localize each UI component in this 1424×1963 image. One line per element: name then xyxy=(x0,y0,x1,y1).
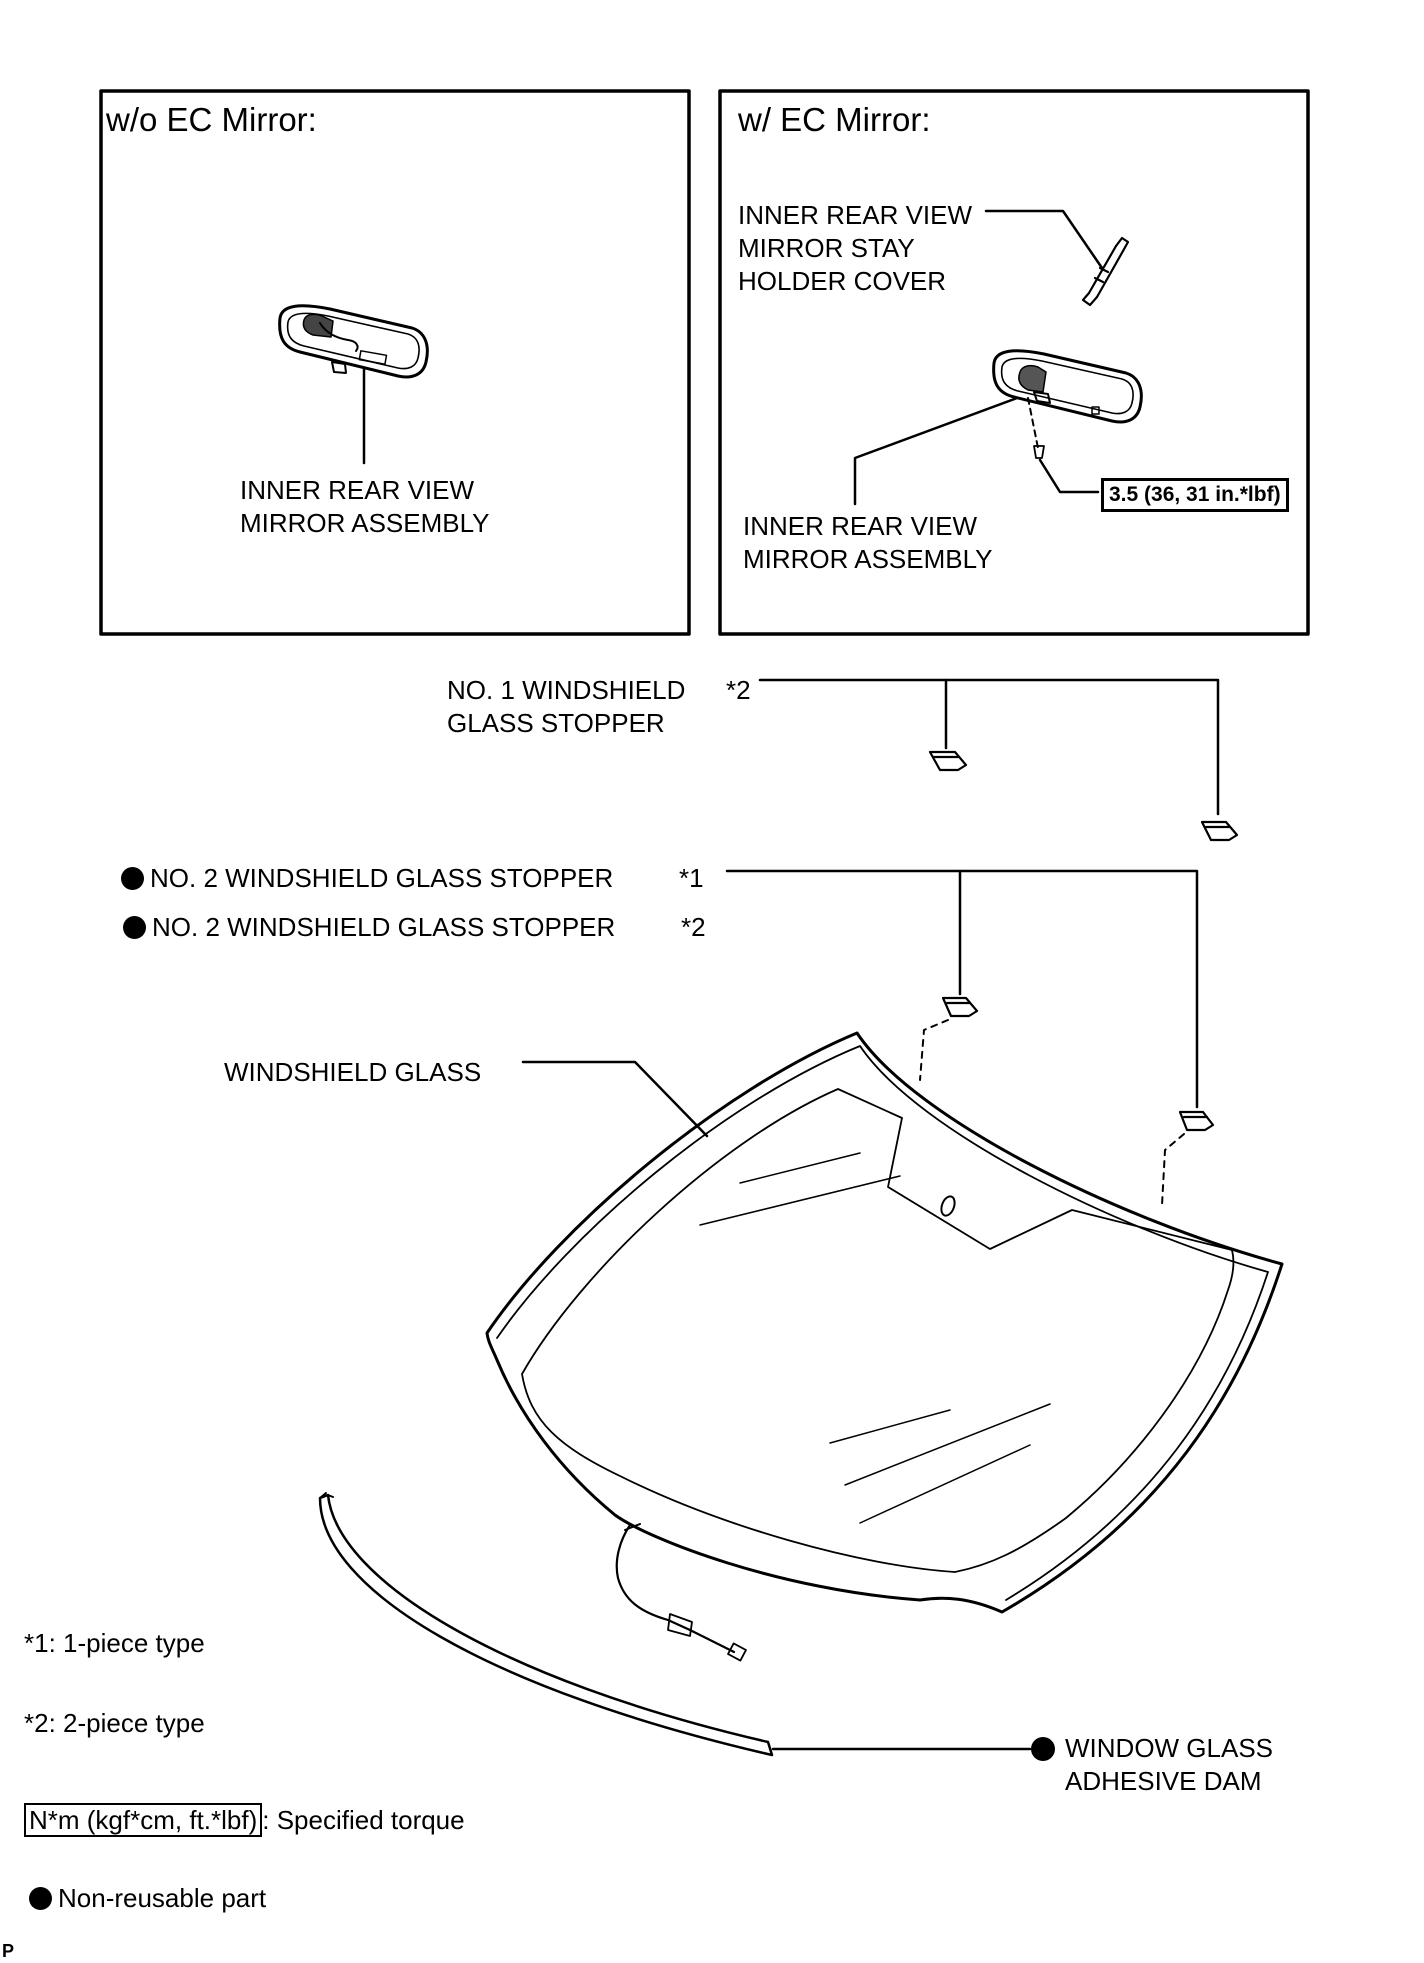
panel-right-title: w/ EC Mirror: xyxy=(738,101,931,138)
right-mirror-leader xyxy=(853,396,1019,506)
windshield-leader xyxy=(521,1060,709,1138)
windshield-sensor-mark xyxy=(940,1195,956,1217)
legend-note-1: *1: 1-piece type xyxy=(24,1628,205,1658)
no1-stopper-leader xyxy=(758,678,1220,816)
no2-stopper-row-a: NO. 2 WINDSHIELD GLASS STOPPER xyxy=(121,862,613,895)
adhesive-dam-label: WINDOW GLASS ADHESIVE DAM xyxy=(1065,1733,1274,1796)
stay-holder-cover-label: INNER REAR VIEW MIRROR STAY HOLDER COVER xyxy=(738,200,973,296)
legend-torque-desc: : Specified torque xyxy=(262,1805,465,1835)
right-mirror-drawing xyxy=(992,349,1143,424)
no2-stopper-part-b xyxy=(1178,1110,1215,1132)
nonreusable-icon xyxy=(123,916,146,939)
no2-stopper-row-b: NO. 2 WINDSHIELD GLASS STOPPER xyxy=(123,911,615,944)
stay-holder-cover-leader xyxy=(984,209,1104,270)
right-mirror-screw-line xyxy=(1027,397,1039,449)
no2-stopper-note-a: *1 xyxy=(679,863,704,893)
no2-stopper-label-a: NO. 2 WINDSHIELD GLASS STOPPER xyxy=(150,863,614,893)
left-mirror-label: INNER REAR VIEW MIRROR ASSEMBLY xyxy=(240,475,490,538)
no2-stopper-leader xyxy=(725,869,1199,1109)
no2-stopper-install-line-a xyxy=(919,1019,949,1081)
nonreusable-icon xyxy=(121,867,144,890)
legend-nonreusable-label: Non-reusable part xyxy=(58,1883,267,1913)
no1-stopper-part-a xyxy=(928,750,968,772)
right-mirror-label: INNER REAR VIEW MIRROR ASSEMBLY xyxy=(743,511,993,574)
panel-right-frame xyxy=(718,89,1310,636)
adhesive-dam-drawing xyxy=(318,1492,774,1757)
panel-left-frame xyxy=(99,89,691,636)
torque-leader xyxy=(1038,458,1100,494)
windshield-glass-label: WINDSHIELD GLASS xyxy=(224,1057,482,1087)
screw-icon xyxy=(1033,445,1045,459)
legend-note-2: *2: 2-piece type xyxy=(24,1708,205,1738)
legend-torque: N*m (kgf*cm, ft.*lbf): Specified torque xyxy=(24,1803,465,1837)
panel-left-title: w/o EC Mirror: xyxy=(106,101,317,138)
no2-stopper-note-b: *2 xyxy=(681,912,706,942)
stay-holder-cover-drawing xyxy=(1081,236,1130,307)
legend-torque-unit: N*m (kgf*cm, ft.*lbf) xyxy=(24,1803,263,1837)
left-mirror-drawing xyxy=(278,304,429,379)
legend-nonreusable: Non-reusable part xyxy=(29,1882,266,1915)
no1-stopper-note: *2 xyxy=(726,675,751,705)
no2-stopper-part-a xyxy=(941,996,979,1018)
windshield-glass-drawing xyxy=(485,1031,1284,1662)
no2-stopper-label-b: NO. 2 WINDSHIELD GLASS STOPPER xyxy=(152,912,616,942)
no1-stopper-label: NO. 1 WINDSHIELD GLASS STOPPER xyxy=(447,675,686,738)
no1-stopper-part-b xyxy=(1200,820,1239,842)
no2-stopper-install-line-b xyxy=(1161,1133,1185,1206)
footer-code: P xyxy=(2,1941,15,1961)
dam-nonreusable-icon xyxy=(1031,1737,1055,1761)
torque-spec-box: 3.5 (36, 31 in.*lbf) xyxy=(1101,478,1289,512)
nonreusable-icon xyxy=(29,1887,52,1910)
